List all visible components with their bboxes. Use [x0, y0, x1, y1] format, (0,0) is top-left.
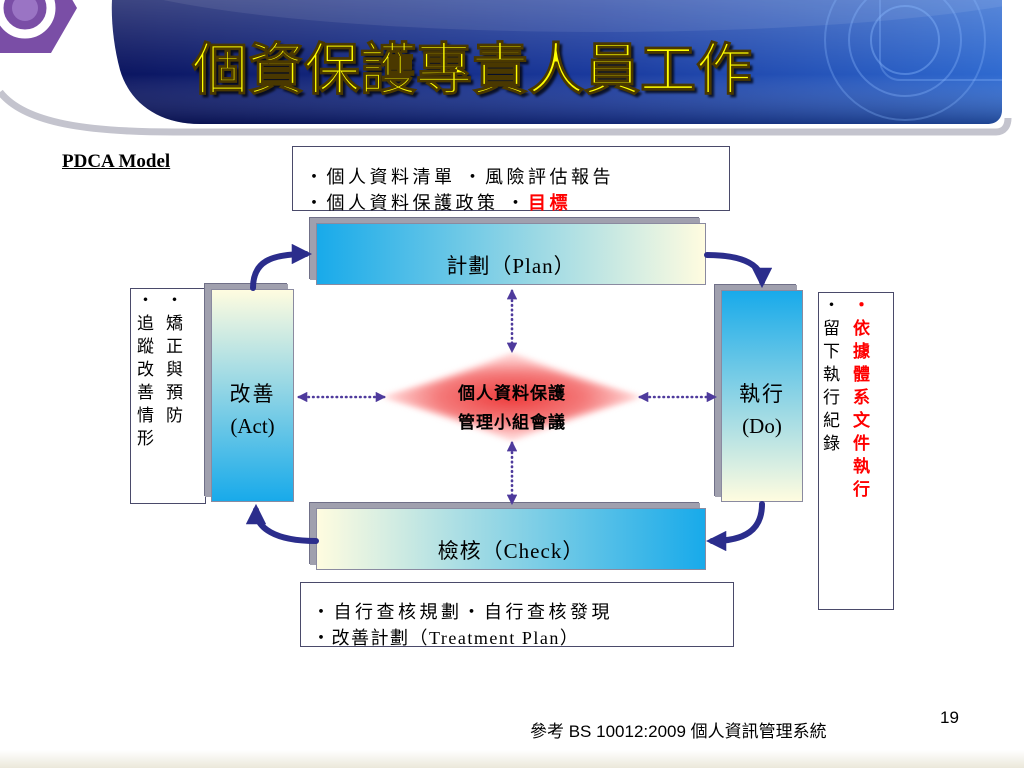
meeting-label-line: 管理小組會議: [458, 413, 566, 432]
act-note: ・矯正與預防: [163, 291, 182, 429]
plan-stage-label: 計劃（Plan）: [446, 254, 576, 278]
plan-note-highlight: 目標: [528, 193, 571, 213]
header-banner-shade: [111, 0, 1003, 124]
check-note-line: ・改善計劃（Treatment Plan）: [312, 628, 580, 648]
check-notes-box: ・自行查核規劃・自行查核發現 ・改善計劃（Treatment Plan）: [300, 582, 734, 648]
act-stage-box: 改善 (Act): [211, 289, 294, 502]
meeting-label-line: 個人資料保護: [458, 384, 566, 403]
do-note-highlight: ・依據體系文件執行: [850, 296, 869, 503]
act-stage-label-en: (Act): [230, 414, 275, 438]
slide-title: 個資保護專責人員工作: [192, 38, 753, 102]
logo-emblem: [0, 0, 77, 53]
plan-note-text: ・個人資料保護政策 ・: [305, 193, 528, 213]
check-stage-label: 檢核（Check）: [437, 539, 585, 563]
slide-header: [0, 0, 1012, 136]
plan-notes-box: ・個人資料清單 ・風險評估報告 ・個人資料保護政策 ・目標: [292, 146, 730, 213]
header-decor-circles: [111, 0, 1003, 121]
plan-to-do-arrow: [704, 252, 773, 289]
page-number: 19: [940, 708, 959, 727]
footer-band: [0, 750, 1024, 768]
act-note: ・追蹤改善情形: [134, 291, 153, 452]
do-notes: ・依據體系文件執行 ・留下執行紀錄: [814, 296, 874, 503]
header-swoosh: [0, 89, 1012, 136]
plan-stage-box: 計劃（Plan）: [316, 223, 706, 285]
act-notes-box: ・矯正與預防 ・追蹤改善情形: [130, 288, 206, 504]
meeting-label: 個人資料保護 管理小組會議: [388, 379, 636, 437]
act-notes: ・矯正與預防 ・追蹤改善情形: [129, 291, 187, 452]
do-to-check-arrow: [705, 501, 765, 552]
check-note-line: ・自行查核規劃・自行查核發現: [312, 602, 613, 622]
do-stage-label: 執行: [739, 382, 785, 406]
do-stage-box: 執行 (Do): [721, 290, 803, 502]
do-note: ・留下執行紀錄: [820, 296, 839, 457]
plan-note-line: ・個人資料保護政策 ・目標: [305, 190, 729, 216]
plan-note-line: ・個人資料清單 ・風險評估報告: [305, 167, 614, 187]
check-stage-box: 檢核（Check）: [316, 508, 706, 570]
do-stage-label-en: (Do): [742, 414, 782, 438]
act-stage-label: 改善: [229, 382, 276, 406]
do-notes-box: ・依據體系文件執行 ・留下執行紀錄: [818, 292, 894, 610]
check-to-act-arrow: [245, 503, 319, 544]
reference-note: 參考 BS 10012:2009 個人資訊管理系統: [530, 722, 827, 741]
act-to-plan-arrow: [250, 243, 313, 291]
model-label: PDCA Model: [62, 151, 171, 172]
